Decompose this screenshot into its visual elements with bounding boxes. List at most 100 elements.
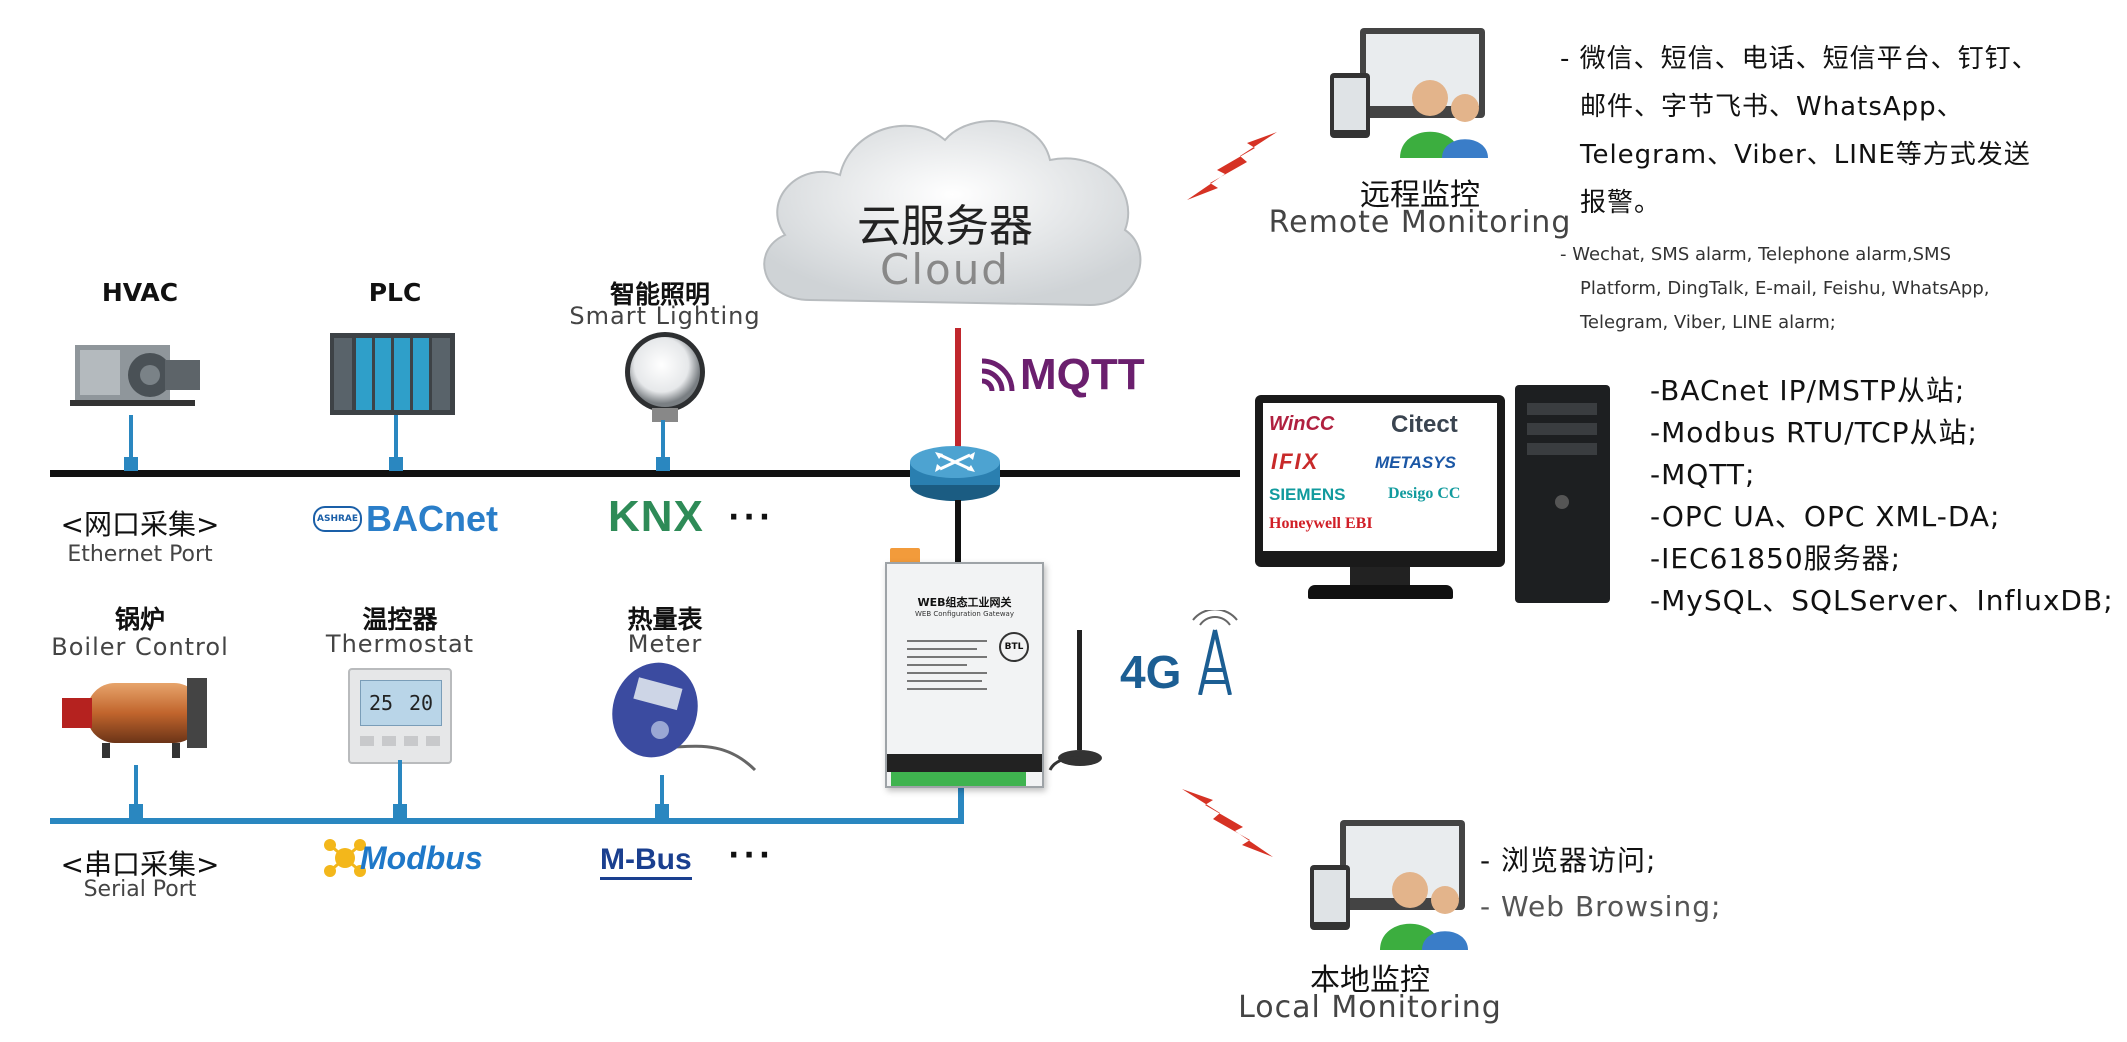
- scada-pc-tower: [1515, 385, 1610, 603]
- serial-more-dots: ···: [728, 838, 775, 873]
- hvac-node: [124, 457, 138, 471]
- gateway-device: WEB组态工业网关 WEB Configuration Gateway BTL: [885, 562, 1044, 788]
- remote-alarm-en-line-1: - Wechat, SMS alarm, Telephone alarm,SMS: [1560, 244, 1952, 265]
- gateway-terminal-top: [890, 548, 920, 564]
- thermostat-screen: 25 20: [360, 680, 442, 726]
- lightning-local-icon: [1182, 789, 1273, 857]
- plc-drop: [394, 415, 398, 460]
- meter-icon: [612, 662, 757, 772]
- local-title-en: Local Monitoring: [1238, 990, 1502, 1025]
- modbus-burst-icon: [324, 839, 366, 877]
- plc-node: [389, 457, 403, 471]
- boiler-drop: [134, 765, 138, 807]
- lightning-remote-icon: [1187, 132, 1277, 200]
- ashrae-text: ASHRAE: [313, 506, 363, 532]
- remote-alarm-en-line-2: Platform, DingTalk, E-mail, Feishu, What…: [1580, 278, 1990, 299]
- modbus-text: Modbus: [360, 839, 483, 876]
- local-notes: - 浏览器访问; - Web Browsing;: [1480, 838, 1980, 930]
- 4g-text: 4G: [1120, 646, 1182, 698]
- gateway-btl-badge: BTL: [999, 632, 1029, 662]
- ifix-logo: IFIX: [1271, 449, 1320, 474]
- thermostat-buttons: [360, 736, 440, 748]
- thermostat-icon: 25 20: [348, 668, 452, 764]
- boiler-title-en: Boiler Control: [51, 633, 229, 661]
- 4g-icon: 4G: [1120, 610, 1240, 700]
- scada-protocol-6: -MySQL、SQLServer、InfluxDB;: [1650, 584, 2114, 617]
- plc-icon: [330, 333, 455, 415]
- thermostat-title-en: Thermostat: [325, 630, 475, 658]
- remote-alarm-cn-line-3: Telegram、Viber、LINE等方式发送: [1580, 140, 2031, 170]
- scada-protocol-5: -IEC61850服务器;: [1650, 542, 1902, 575]
- desigo-logo: Desigo CC: [1388, 485, 1461, 502]
- cloud-label-en: Cloud: [880, 245, 1010, 294]
- gateway-title-en: WEB Configuration Gateway: [915, 610, 1014, 618]
- remote-monitor-devices-icon: [1330, 28, 1488, 158]
- remote-alarm-cn-line-1: - 微信、短信、电话、短信平台、钉钉、: [1560, 44, 2039, 74]
- thermostat-title-cn: 温控器: [362, 605, 438, 634]
- bacnet-logo: ASHRAE BACnet: [313, 498, 498, 540]
- boiler-node: [129, 804, 143, 818]
- boiler-title-cn: 锅炉: [114, 605, 165, 634]
- remote-alarm-en-line-3: Telegram, Viber, LINE alarm;: [1580, 312, 1836, 333]
- modbus-logo: Modbus: [320, 833, 483, 883]
- lighting-drop: [661, 420, 665, 460]
- boiler-icon: [62, 678, 207, 758]
- local-note-en: - Web Browsing;: [1480, 890, 1722, 923]
- router-gateway-link: [955, 500, 961, 562]
- scada-protocol-4: -OPC UA、OPC XML-DA;: [1650, 500, 2001, 533]
- honeywell-logo: Honeywell EBI: [1269, 515, 1373, 532]
- mqtt-signal-icon: [981, 358, 1015, 392]
- hvac-title: HVAC: [101, 278, 179, 307]
- thermostat-reading-2: 20: [408, 691, 434, 715]
- ethernet-bus-line: [50, 470, 1240, 477]
- hvac-icon: [70, 345, 200, 406]
- lighting-title-cn: 智能照明: [609, 280, 710, 309]
- thermostat-node: [393, 804, 407, 818]
- meter-title-en: Meter: [627, 630, 703, 658]
- scada-screen: WinCC Citect IFIX METASYS SIEMENS Desigo…: [1263, 403, 1497, 551]
- serial-port-en: Serial Port: [83, 877, 197, 902]
- scada-protocol-2: -Modbus RTU/TCP从站;: [1650, 416, 1978, 449]
- remote-alarm-cn-line-4: 报警。: [1580, 188, 1662, 218]
- mqtt-text: MQTT: [1020, 350, 1145, 399]
- siemens-logo: SIEMENS: [1269, 485, 1346, 504]
- cloud-label-cn: 云服务器: [857, 201, 1033, 252]
- router-icon: [910, 446, 1000, 501]
- meter-drop: [660, 775, 664, 807]
- ethernet-port-en: Ethernet Port: [67, 542, 213, 567]
- meter-node: [655, 804, 669, 818]
- mqtt-link: [955, 328, 961, 448]
- meter-title-cn: 热量表: [627, 605, 703, 634]
- remote-alarm-en: - Wechat, SMS alarm, Telephone alarm,SMS…: [1560, 238, 2120, 340]
- plc-title: PLC: [368, 278, 422, 307]
- antenna-icon: [1048, 630, 1102, 771]
- scada-monitor-neck: [1350, 567, 1410, 587]
- knx-logo: KNX: [608, 492, 704, 541]
- local-monitor-devices-icon: [1310, 820, 1468, 950]
- mbus-logo: M-Bus: [600, 843, 692, 880]
- cloud-icon: [763, 120, 1142, 307]
- lighting-title-en: Smart Lighting: [569, 302, 761, 330]
- gateway-terminal-strip: [887, 754, 1042, 772]
- scada-monitor-base: [1308, 585, 1453, 599]
- hvac-drop: [129, 415, 133, 460]
- scada-protocol-list: -BACnet IP/MSTP从站; -Modbus RTU/TCP从站; -M…: [1650, 370, 2120, 622]
- remote-title-en: Remote Monitoring: [1268, 205, 1572, 240]
- thermostat-drop: [398, 760, 402, 807]
- remote-alarm-cn-line-2: 邮件、字节飞书、WhatsApp、: [1580, 92, 1964, 122]
- bulb-icon: [625, 332, 705, 422]
- gateway-green-terminals: [891, 772, 1026, 786]
- ethernet-more-dots: ···: [728, 500, 775, 535]
- local-note-cn: - 浏览器访问;: [1480, 844, 1657, 877]
- thermostat-reading-1: 25: [368, 691, 394, 715]
- bacnet-text: BACnet: [366, 498, 499, 539]
- tower-icon: [1192, 610, 1238, 695]
- ethernet-port-cn: <网口采集>: [60, 508, 220, 541]
- local-title-cn: 本地监控: [1310, 963, 1430, 998]
- scada-protocol-1: -BACnet IP/MSTP从站;: [1650, 374, 1966, 407]
- remote-alarm-cn: - 微信、短信、电话、短信平台、钉钉、 邮件、字节飞书、WhatsApp、 Te…: [1560, 35, 2120, 227]
- serial-bus-line: [50, 818, 964, 824]
- remote-title-cn: 远程监控: [1360, 178, 1480, 213]
- lighting-node: [656, 457, 670, 471]
- gateway-title-cn: WEB组态工业网关: [917, 596, 1012, 609]
